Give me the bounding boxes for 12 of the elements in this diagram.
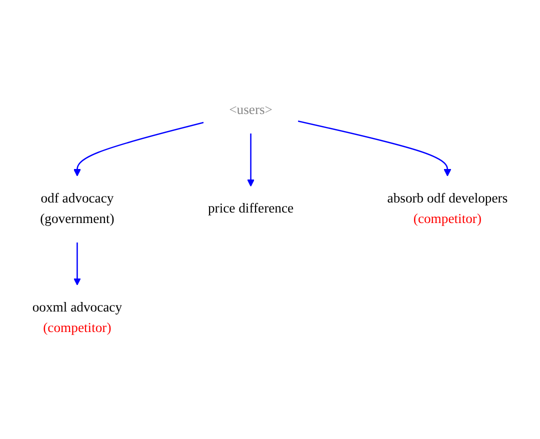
node-text: <users>: [229, 102, 272, 118]
node-text: odf advocacy: [40, 191, 114, 206]
arrow: [298, 120, 452, 176]
arrow: [73, 242, 81, 286]
node-text: ooxml advocacy: [32, 300, 122, 315]
arrow: [73, 122, 204, 176]
node-label: (competitor): [413, 212, 482, 226]
node-text: absorb odf developers: [387, 191, 508, 206]
node-label: (government): [40, 212, 114, 226]
node-label: (competitor): [43, 320, 112, 336]
node-text: price difference: [208, 202, 294, 216]
arrow: [247, 133, 255, 187]
